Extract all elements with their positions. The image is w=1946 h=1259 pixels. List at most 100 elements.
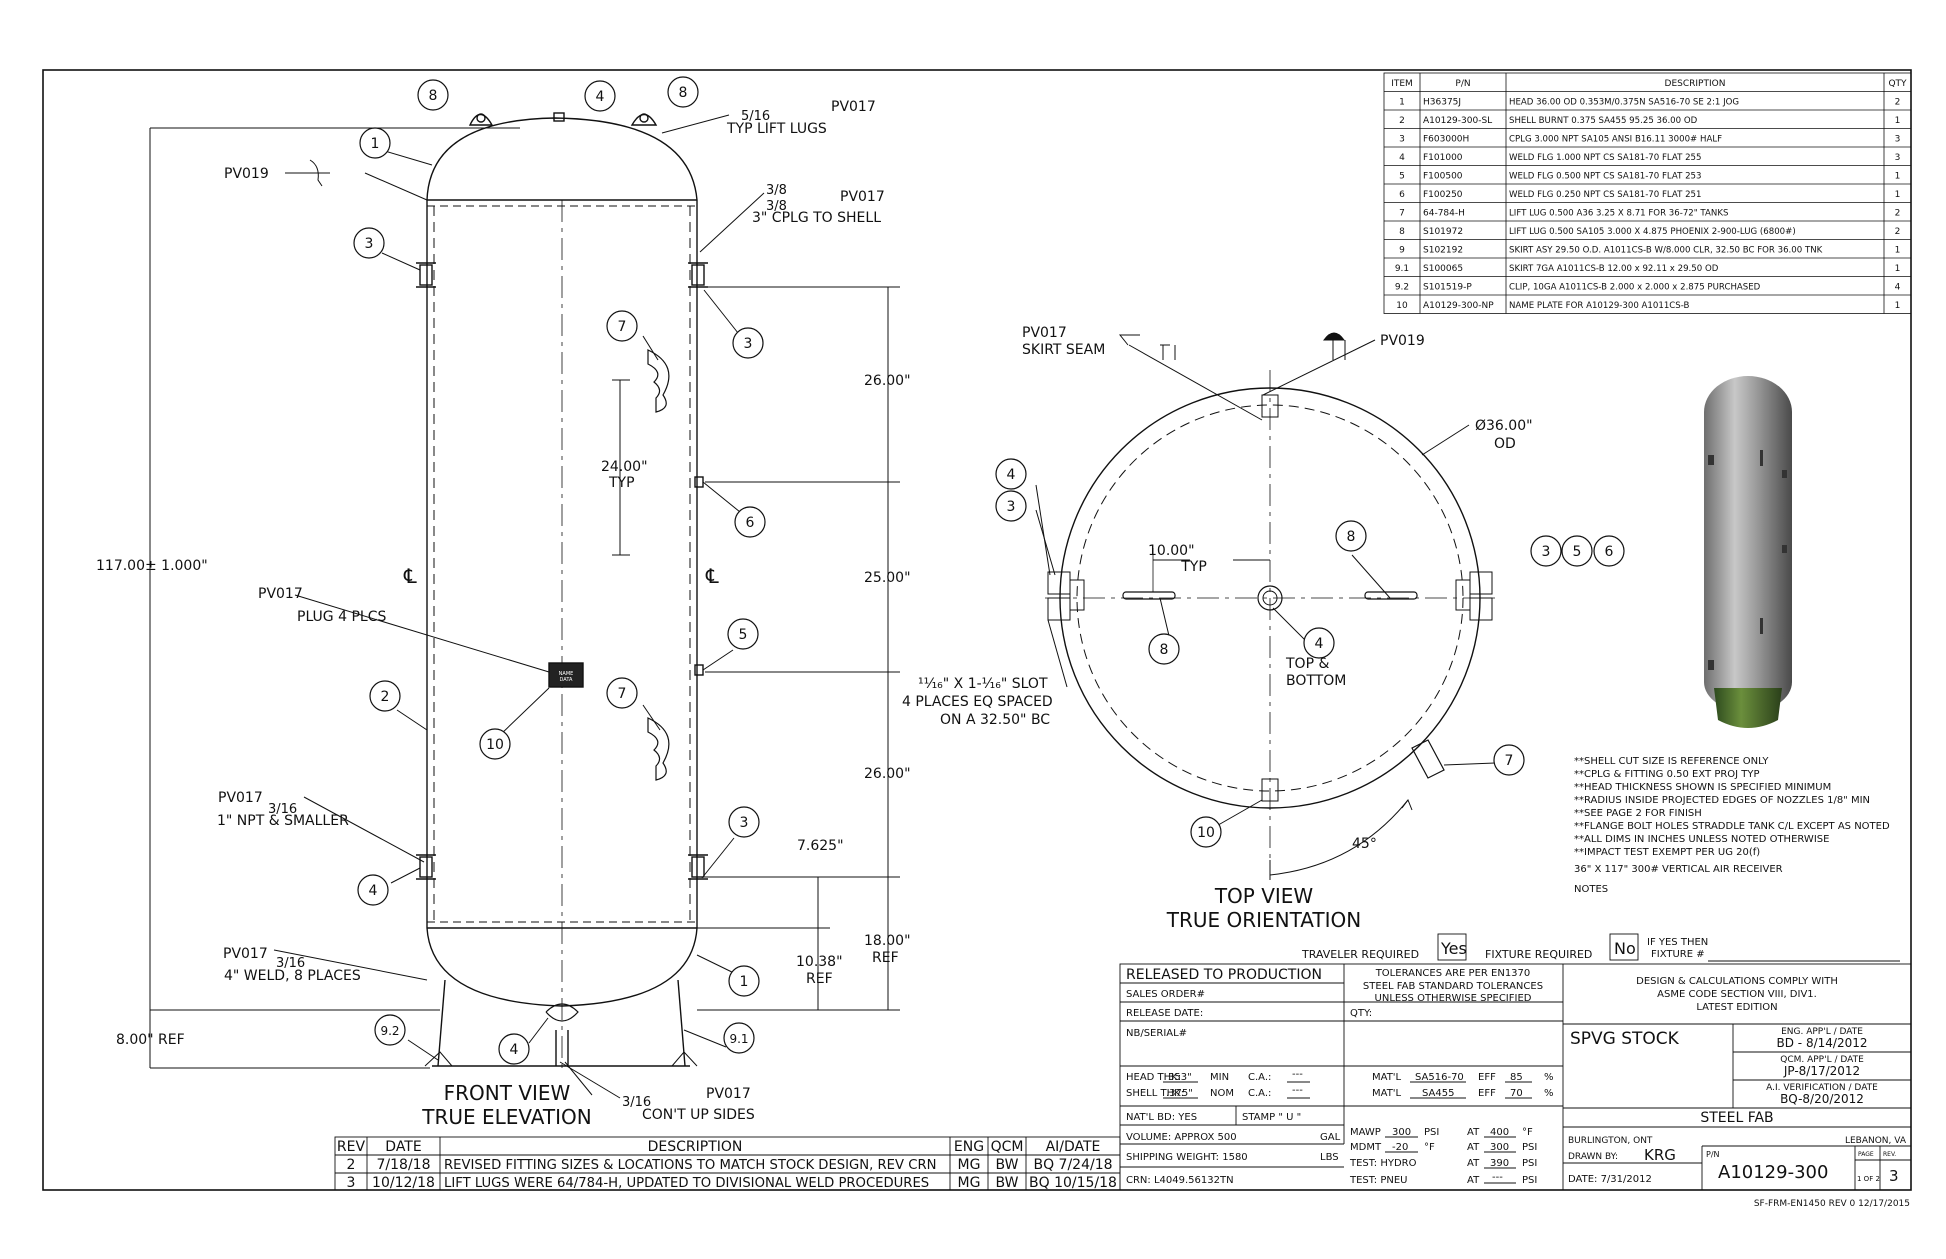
bom-cell-qty: 1 — [1895, 190, 1901, 200]
hydro-psi: PSI — [1522, 1158, 1537, 1169]
bom-cell-pn: S101519-P — [1423, 283, 1472, 293]
mawp-degf: °F — [1522, 1127, 1533, 1138]
mdmt-psi: PSI — [1522, 1142, 1537, 1153]
typ-dim: 10.00" — [1148, 543, 1195, 559]
rev-cell-eng: MG — [958, 1157, 981, 1173]
bom-cell-qty: 1 — [1895, 301, 1901, 311]
mdmt-at-val: 300 — [1490, 1142, 1509, 1153]
rev-value: 3 — [1889, 1167, 1899, 1185]
stamp: STAMP " U " — [1242, 1112, 1301, 1123]
front-balloon-6: 6 — [734, 506, 766, 538]
pv017-cont: PV017 — [706, 1086, 751, 1102]
note-3: **HEAD THICKNESS SHOWN IS SPECIFIED MINI… — [1574, 782, 1831, 793]
bom-cell-qty: 4 — [1895, 283, 1901, 293]
od-dim: Ø36.00" — [1475, 418, 1533, 434]
top-balloon-4: 4 — [1303, 627, 1335, 659]
top-balloon-6: 6 — [1593, 535, 1625, 567]
pn-value: A10129-300 — [1718, 1162, 1828, 1183]
balloon-label: 3 — [1007, 499, 1016, 515]
steel-fab: STEEL FAB — [1700, 1110, 1773, 1126]
note-4: **RADIUS INSIDE PROJECTED EDGES OF NOZZL… — [1574, 795, 1870, 806]
rev-cell-qcm: BW — [996, 1175, 1019, 1191]
bom-cell-item: 3 — [1399, 135, 1405, 145]
ai-label: A.I. VERIFICATION / DATE — [1766, 1083, 1878, 1093]
asme-1: DESIGN & CALCULATIONS COMPLY WITH — [1636, 976, 1838, 987]
front-balloon-8: 8 — [417, 79, 449, 111]
dim-18: 18.00" — [864, 933, 911, 949]
qcm-label: QCM. APP'L / DATE — [1780, 1055, 1864, 1065]
top-balloon-3: 3 — [995, 490, 1027, 522]
bom-header-pn: P/N — [1455, 79, 1470, 89]
page-label: PAGE — [1858, 1151, 1874, 1158]
mawp-at: AT — [1467, 1127, 1480, 1138]
nameplate-text: NAME — [559, 671, 574, 677]
balloon-label: 5 — [739, 627, 748, 643]
head-thk-val: 353" — [1168, 1072, 1192, 1083]
balloon-label: 8 — [679, 85, 688, 101]
pv017-plug: PV017 — [258, 586, 303, 602]
sheet-border — [42, 69, 1912, 1191]
rev-cell-eng: MG — [958, 1175, 981, 1191]
balloon-label: 9.2 — [380, 1024, 399, 1038]
head-eff-label: EFF — [1478, 1072, 1496, 1083]
skirt-seam-pv: PV017 — [1022, 325, 1067, 341]
skirt-height-dim: 8.00" REF — [116, 1032, 185, 1048]
title-block-text: RELEASED TO PRODUCTION SALES ORDER# RELE… — [1126, 967, 1910, 1209]
balloon-label: 3 — [1542, 544, 1551, 560]
bom-cell-pn: A10129-300-SL — [1423, 116, 1492, 126]
top-balloon-7: 7 — [1493, 744, 1525, 776]
shell-nom: NOM — [1210, 1088, 1234, 1099]
head-min: MIN — [1210, 1072, 1229, 1083]
plug-label: PLUG 4 PLCS — [297, 609, 386, 625]
dim-26a: 26.00" — [864, 373, 911, 389]
head-matl: SA516-70 — [1415, 1072, 1464, 1083]
qty-label: QTY: — [1350, 1008, 1372, 1019]
nameplate-text-2: DATA — [560, 677, 573, 683]
eng-value: BD - 8/14/2012 — [1777, 1036, 1868, 1050]
top-bottom-b: BOTTOM — [1286, 673, 1346, 689]
overall-height-dim: 117.00± 1.000" — [96, 558, 208, 574]
title-block-lines — [1119, 933, 1912, 1191]
balloon-label: 2 — [381, 689, 390, 705]
top-balloon-8: 8 — [1148, 633, 1180, 665]
mdmt-degf: °F — [1424, 1142, 1435, 1153]
asme-2: ASME CODE SECTION VIII, DIV1. — [1657, 989, 1817, 1000]
shell-pct: % — [1544, 1088, 1554, 1099]
bom-cell-item: 9.2 — [1395, 283, 1409, 293]
rev-cell-rev: 3 — [347, 1175, 356, 1191]
dim-26b: 26.00" — [864, 766, 911, 782]
front-balloon-7: 7 — [606, 677, 638, 709]
front-balloon-10: 10 — [479, 728, 511, 760]
bom-cell-qty: 3 — [1895, 153, 1901, 163]
skirt-right — [677, 979, 686, 1067]
bom-cell-pn: A10129-300-NP — [1423, 301, 1494, 311]
balloon-label: 4 — [596, 89, 605, 105]
bom-cell-description: LIFT LUG 0.500 A36 3.25 X 8.71 FOR 36-72… — [1509, 209, 1728, 219]
front-balloon-8: 8 — [667, 76, 699, 108]
pneu-at: AT — [1467, 1175, 1480, 1186]
top-head — [426, 117, 698, 201]
bom-cell-description: NAME PLATE FOR A10129-300 A1011CS-B — [1509, 301, 1690, 311]
note-5: **SEE PAGE 2 FOR FINISH — [1574, 808, 1702, 819]
front-balloon-1: 1 — [728, 965, 760, 997]
cplg-weld-a: 3/8 — [766, 183, 787, 198]
od-label: OD — [1494, 436, 1516, 452]
form-number: SF-FRM-EN1450 REV 0 12/17/2015 — [1754, 1199, 1910, 1209]
bom-cell-qty: 2 — [1895, 227, 1901, 237]
bom-cell-item: 5 — [1399, 172, 1405, 182]
balloon-label: 4 — [1315, 636, 1324, 652]
bom-header-description: DESCRIPTION — [1665, 79, 1726, 89]
page-value: 1 OF 2 — [1857, 1175, 1880, 1183]
balloon-label: 4 — [369, 883, 378, 899]
shell-ca-val: --- — [1292, 1085, 1303, 1096]
bom-cell-pn: F603000H — [1423, 135, 1469, 145]
balloon-label: 6 — [1605, 544, 1614, 560]
spvg-stock: SPVG STOCK — [1570, 1029, 1680, 1049]
asme-3: LATEST EDITION — [1696, 1002, 1777, 1013]
pv017-npt: PV017 — [218, 790, 263, 806]
bom-cell-qty: 3 — [1895, 135, 1901, 145]
skirt-left — [437, 979, 446, 1067]
